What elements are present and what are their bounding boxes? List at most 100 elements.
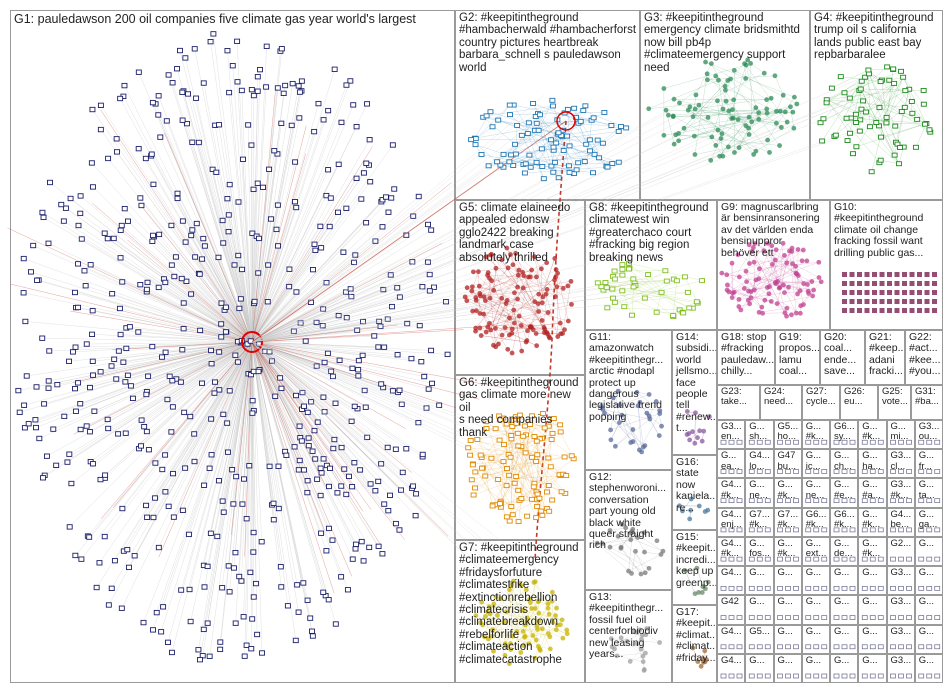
group-label-g4: G4: #keepitintheground trump oil s calif… bbox=[814, 12, 934, 62]
small-group-panel: G3...cl... bbox=[886, 449, 915, 479]
small-group-panel: G...ic... bbox=[801, 449, 830, 479]
small-group-panel: G7...#k... bbox=[745, 507, 774, 537]
small-group-panel: G... bbox=[914, 624, 943, 654]
group-label-g16: G16: state now kaniela... re... bbox=[676, 456, 717, 514]
small-group-id: G... bbox=[777, 567, 793, 579]
group-label-g7: G7: #keepitintheground #climateemergency… bbox=[459, 542, 579, 666]
small-group-word: ic... bbox=[805, 460, 821, 472]
small-group-label: G... bbox=[777, 654, 799, 666]
group-panel-g3: G3: #keepitintheground emergency climate… bbox=[640, 10, 810, 200]
small-group-id: G3... bbox=[918, 421, 940, 432]
small-group-id: G... bbox=[834, 567, 850, 579]
group-panel-g16: G16: state now kaniela... re... bbox=[672, 455, 717, 530]
small-group-id: G4... bbox=[721, 508, 742, 520]
small-group-panel: G... bbox=[858, 595, 887, 625]
small-group-panel: G... bbox=[745, 595, 774, 625]
small-group-panel: G3...#k... bbox=[886, 478, 915, 508]
small-group-word: ne... bbox=[805, 489, 825, 501]
small-group-label: G... bbox=[778, 597, 799, 607]
group-panel-g23: G23: take... bbox=[717, 385, 760, 420]
small-group-id: G3... bbox=[890, 450, 912, 462]
small-group-id: G... bbox=[777, 596, 793, 608]
small-group-id: G... bbox=[777, 625, 793, 637]
small-group-label: G6...#k... bbox=[834, 508, 855, 531]
small-group-panel: G3... bbox=[886, 624, 915, 654]
small-group-label: G...ea... bbox=[721, 451, 742, 472]
small-group-id: G... bbox=[834, 654, 850, 666]
small-group-panel: G... bbox=[914, 653, 943, 683]
small-group-panel: G6...#k... bbox=[801, 507, 830, 537]
small-group-label: G... bbox=[919, 655, 940, 666]
small-group-label: G...ta... bbox=[919, 480, 940, 501]
group-panel-g17: G17: #keepit... #climat... #climat... #f… bbox=[672, 605, 717, 683]
small-group-label: G7...#k... bbox=[749, 509, 770, 531]
group-panel-g6: G6: #keepitintheground gas climate more … bbox=[455, 375, 585, 540]
small-group-id: G6... bbox=[834, 508, 855, 520]
small-group-word: mi... bbox=[890, 431, 909, 443]
small-group-label: G...#k... bbox=[862, 509, 883, 531]
small-group-word: #k... bbox=[862, 431, 881, 443]
small-group-word: #k... bbox=[749, 519, 768, 531]
small-group-label: G... bbox=[834, 567, 855, 579]
small-group-label: G...#k... bbox=[862, 538, 883, 560]
small-group-label: G... bbox=[806, 567, 827, 578]
small-group-label: G...ic... bbox=[806, 451, 827, 472]
small-group-label: G... bbox=[862, 655, 883, 666]
small-group-panel: G...de... bbox=[830, 536, 859, 567]
small-group-label: G7...#k... bbox=[777, 509, 799, 531]
small-group-id: G4... bbox=[721, 479, 742, 491]
small-group-label: G...ga... bbox=[919, 509, 940, 531]
small-group-label: G...ne... bbox=[806, 480, 827, 501]
small-group-word: #k... bbox=[777, 519, 796, 531]
small-group-word: ha... bbox=[862, 460, 881, 472]
small-group-panel: G... bbox=[745, 653, 774, 683]
small-group-word: ea... bbox=[721, 460, 740, 472]
small-group-id: G... bbox=[777, 479, 793, 491]
small-group-label: G3...ou... bbox=[918, 421, 940, 443]
small-group-id: G... bbox=[749, 421, 765, 432]
small-group-word: #k... bbox=[721, 489, 739, 501]
small-group-label: G...fos... bbox=[749, 538, 770, 560]
small-group-panel: G... bbox=[773, 595, 802, 625]
small-group-id: G... bbox=[918, 596, 935, 608]
small-group-panel: G...ea... bbox=[717, 449, 746, 479]
small-group-label: G... bbox=[862, 626, 883, 637]
group-panel-g18: G18: stop #fracking pauledaw... chilly..… bbox=[717, 330, 775, 385]
group-panel-g15: G15: #keepit... incredi... keep up green… bbox=[672, 530, 717, 605]
group-label-g12: G12: stephenworoni... conversation part … bbox=[589, 471, 667, 552]
group-panel-g21: G21: #keep... adani fracki... bbox=[865, 330, 905, 385]
small-group-id: G4... bbox=[721, 537, 742, 549]
small-group-label: G... bbox=[862, 597, 883, 607]
small-group-id: G... bbox=[834, 625, 850, 637]
small-group-panel: G3...en... bbox=[717, 420, 746, 450]
small-group-panel: G... bbox=[773, 624, 802, 654]
small-group-word: lo... bbox=[749, 460, 765, 472]
small-group-id: G... bbox=[805, 479, 822, 491]
small-group-word: fr... bbox=[918, 460, 932, 472]
small-group-label: G... bbox=[834, 625, 855, 637]
small-group-panel: G... bbox=[830, 595, 859, 625]
small-group-word: be... bbox=[890, 519, 910, 531]
small-group-label: G3... bbox=[891, 597, 912, 607]
small-group-id: G... bbox=[777, 654, 793, 666]
group-panel-g11: G11: amazonwatch #keepitinthegr... arcti… bbox=[585, 330, 672, 470]
group-panel-g25: G25: vote... bbox=[878, 385, 911, 420]
small-group-panel: G...ne... bbox=[801, 478, 830, 508]
small-group-label: G... bbox=[834, 654, 855, 666]
small-group-word: enj... bbox=[721, 519, 742, 531]
small-group-word: ne... bbox=[749, 489, 768, 501]
small-group-label: G...#k... bbox=[806, 421, 827, 443]
small-group-label: G... bbox=[918, 537, 940, 549]
small-group-panel: G... bbox=[773, 653, 802, 683]
group-label-g1: G1: pauledawson 200 oil companies five c… bbox=[14, 12, 416, 26]
small-group-label: G6...sy... bbox=[834, 421, 855, 443]
small-group-panel: G2... bbox=[886, 536, 915, 567]
small-group-panel: G... bbox=[914, 536, 943, 567]
small-group-panel: G4...be... bbox=[886, 507, 915, 537]
small-group-id: G... bbox=[918, 537, 935, 549]
small-group-panel: G42 bbox=[717, 595, 746, 625]
group-panel-g7: G7: #keepitintheground #climateemergency… bbox=[455, 540, 585, 683]
group-label-g18: G18: stop #fracking pauledaw... chilly..… bbox=[721, 331, 775, 378]
small-group-panel: G...#k... bbox=[858, 536, 887, 567]
group-panel-g13: G13: #keepitinthegr... fossil fuel oil c… bbox=[585, 590, 672, 683]
